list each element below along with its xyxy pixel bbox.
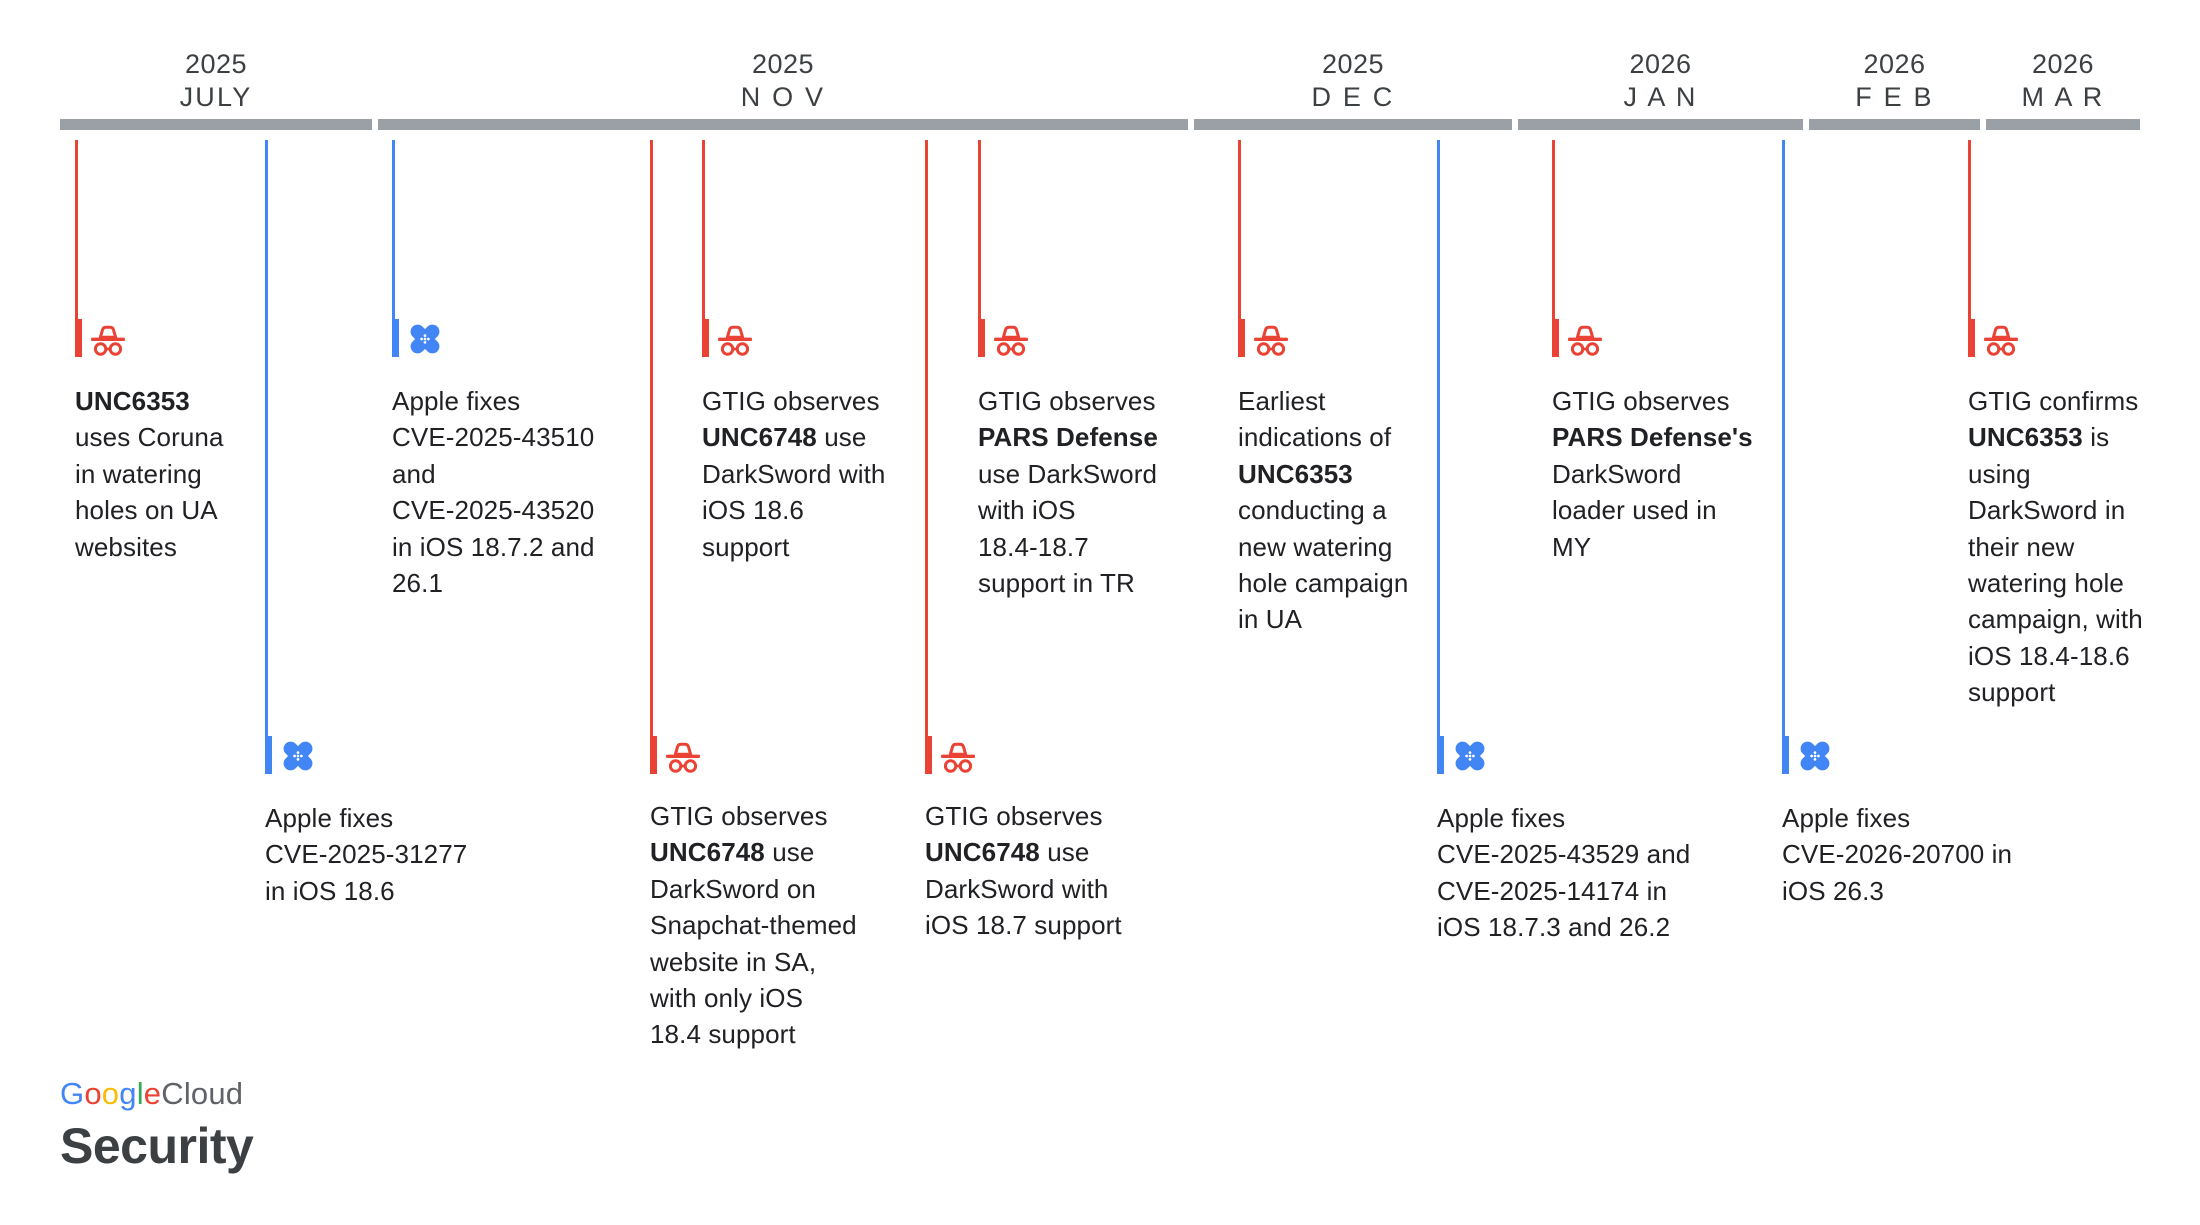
month-name: N O V	[740, 82, 826, 113]
event-description: GTIG confirms UNC6353 is using DarkSword…	[1968, 386, 2143, 708]
event-marker[interactable]	[702, 313, 755, 357]
event-marker[interactable]	[1437, 730, 1490, 774]
event-marker[interactable]	[978, 313, 1031, 357]
event-marker[interactable]	[1238, 313, 1291, 357]
month-year: 2025	[751, 49, 815, 80]
event-tick	[1437, 736, 1444, 774]
event-marker[interactable]	[265, 730, 318, 774]
event-description: GTIG observes UNC6748 use DarkSword with…	[925, 801, 1122, 941]
event-tick	[1552, 319, 1559, 357]
event-marker[interactable]	[1782, 730, 1835, 774]
incognito-spy-icon	[991, 323, 1031, 357]
incognito-spy-icon	[1251, 323, 1291, 357]
incognito-spy-icon	[1565, 323, 1605, 357]
month-name: M A R	[2021, 82, 2105, 113]
event-stem	[925, 140, 928, 740]
event-description: Apple fixes CVE‑2025‑43529 and CVE‑2025‑…	[1437, 803, 1691, 943]
crossed-bandages-icon	[278, 738, 318, 774]
event-stem	[978, 140, 981, 322]
event-description: Apple fixes CVE‑2026‑20700 in iOS 26.3	[1782, 803, 2013, 906]
month-year: 2026	[1863, 49, 1926, 80]
month-bar	[60, 119, 372, 130]
event-tick	[978, 319, 985, 357]
event-marker[interactable]	[925, 730, 978, 774]
month-bar	[1986, 119, 2140, 130]
month-year: 2026	[1629, 49, 1692, 80]
event-marker[interactable]	[392, 313, 445, 357]
incognito-spy-icon	[1981, 323, 2021, 357]
event-tick	[1782, 736, 1789, 774]
event-tick	[702, 319, 709, 357]
month-bar	[1194, 119, 1512, 130]
event-description: GTIG observes PARS Defense's DarkSword l…	[1552, 386, 1753, 562]
google-cloud-security-logo: GoogleCloud Security	[60, 1078, 254, 1174]
month-bar	[1518, 119, 1803, 130]
event-tick	[392, 319, 399, 357]
event-tick	[265, 736, 272, 774]
event-stem	[1437, 140, 1440, 740]
event-marker[interactable]	[650, 730, 703, 774]
event-description: GTIG observes UNC6748 use DarkSword with…	[702, 386, 886, 562]
month-name: JULY	[179, 82, 253, 113]
month-year: 2026	[2031, 49, 2095, 80]
crossed-bandages-icon	[1795, 738, 1835, 774]
cloud-word: Cloud	[161, 1076, 244, 1111]
event-marker[interactable]	[75, 313, 128, 357]
month-bar	[1809, 119, 1980, 130]
event-tick	[1238, 319, 1245, 357]
event-stem	[1782, 140, 1785, 740]
incognito-spy-icon	[715, 323, 755, 357]
month-bar	[378, 119, 1188, 130]
month-name: F E B	[1855, 82, 1934, 113]
event-tick	[925, 736, 932, 774]
event-description: GTIG observes PARS Defense use DarkSword…	[978, 386, 1158, 598]
event-stem	[265, 140, 268, 740]
google-cloud-wordmark: GoogleCloud	[60, 1078, 253, 1109]
event-stem	[75, 140, 78, 322]
event-description: UNC6353 uses Coruna in watering holes on…	[75, 386, 224, 562]
incognito-spy-icon	[938, 740, 978, 774]
google-wordmark: Google	[60, 1076, 162, 1111]
event-tick	[650, 736, 657, 774]
event-description: Earliest indications of UNC6353 conducti…	[1238, 386, 1409, 635]
event-tick	[1968, 319, 1975, 357]
incognito-spy-icon	[88, 323, 128, 357]
event-stem	[702, 140, 705, 322]
event-description: Apple fixes CVE‑2025‑31277 in iOS 18.6	[265, 803, 468, 906]
incognito-spy-icon	[663, 740, 703, 774]
event-stem	[1552, 140, 1555, 322]
event-stem	[1968, 140, 1971, 322]
month-name: J A N	[1623, 82, 1698, 113]
event-stem	[650, 140, 653, 740]
month-year: 2025	[1321, 49, 1385, 80]
month-name: D E C	[1311, 82, 1395, 113]
event-stem	[392, 140, 395, 322]
event-marker[interactable]	[1552, 313, 1605, 357]
event-description: GTIG observes UNC6748 use DarkSword on S…	[650, 801, 857, 1050]
event-description: Apple fixes CVE‑2025‑43510 and CVE‑2025‑…	[392, 386, 595, 598]
event-marker[interactable]	[1968, 313, 2021, 357]
event-stem	[1238, 140, 1241, 322]
security-wordmark: Security	[60, 1118, 254, 1174]
crossed-bandages-icon	[405, 321, 445, 357]
month-year: 2025	[184, 49, 248, 80]
event-tick	[75, 319, 82, 357]
crossed-bandages-icon	[1450, 738, 1490, 774]
